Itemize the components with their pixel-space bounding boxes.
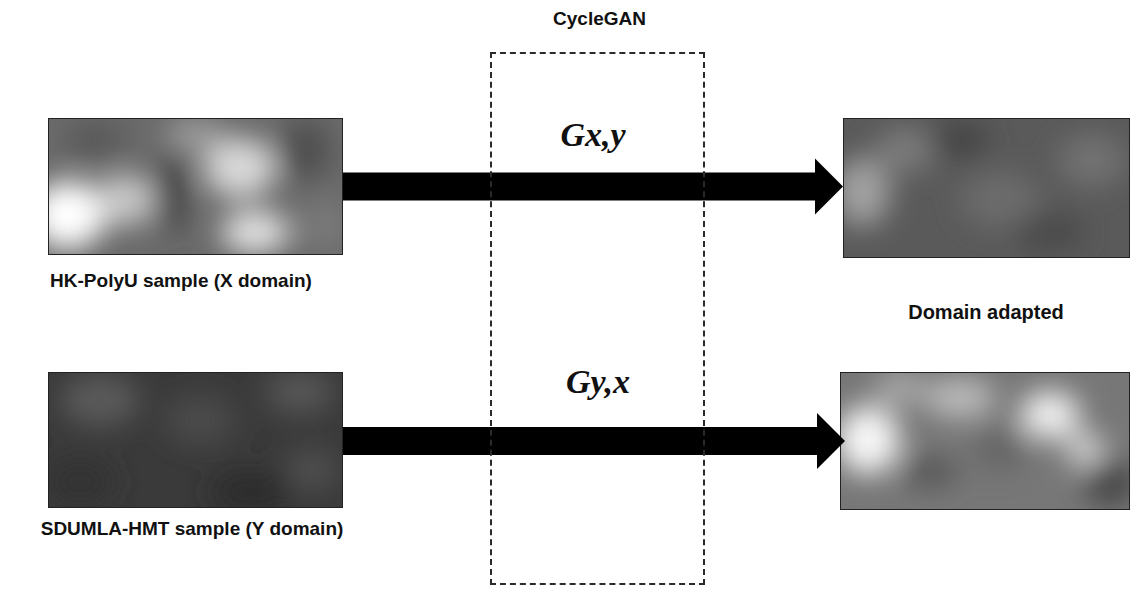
- image-caption: Domain adapted: [908, 300, 1064, 324]
- dark-streak: [930, 122, 990, 158]
- input-image: HK-PolyU sample (X domain): [48, 118, 343, 255]
- dark-streak: [900, 458, 960, 486]
- dark-streak: [1014, 214, 1086, 250]
- image-border: [49, 373, 343, 508]
- mid-blob: [164, 396, 236, 444]
- image-border: [841, 373, 1130, 510]
- mid-blob: [60, 374, 140, 426]
- image-caption: SDUMLA-HMT sample (Y domain): [41, 518, 344, 541]
- mid-blob: [875, 128, 935, 172]
- mid-blob: [266, 372, 334, 414]
- mid-blob: [874, 372, 926, 404]
- generator-label: Gy,x: [566, 362, 630, 401]
- bright-blob: [1065, 432, 1105, 468]
- mid-blob: [286, 448, 338, 492]
- dark-streak: [279, 120, 331, 180]
- bright-blob: [924, 378, 996, 418]
- generator-label: Gx,y: [560, 115, 625, 154]
- bright-blob: [840, 406, 900, 474]
- dark-streak: [48, 460, 114, 504]
- input-image: SDUMLA-HMT sample (Y domain): [48, 372, 343, 508]
- image-texture: [843, 122, 1126, 250]
- arrow: [343, 413, 845, 469]
- vein-image: [843, 118, 1130, 258]
- dark-streak: [158, 152, 186, 232]
- bright-blob: [221, 210, 289, 254]
- dark-streak: [210, 472, 290, 508]
- bright-blob: [843, 158, 890, 226]
- mid-blob: [165, 118, 225, 153]
- image-texture: [840, 372, 1130, 506]
- arrow: [343, 159, 843, 215]
- vein-image: [840, 372, 1130, 510]
- image-border: [844, 119, 1130, 258]
- bright-blob: [95, 174, 155, 226]
- dark-streak: [65, 122, 125, 158]
- dark-streak: [974, 428, 1026, 472]
- image-border: [49, 119, 343, 255]
- image-texture: [48, 118, 343, 254]
- mid-blob: [303, 199, 343, 251]
- module-heading: CycleGAN: [553, 8, 646, 31]
- image-texture: [48, 372, 338, 508]
- vein-image: [48, 118, 343, 255]
- image-caption: HK-PolyU sample (X domain): [50, 270, 312, 293]
- output-image: Domain adapted: [843, 118, 1130, 258]
- mid-blob: [1058, 134, 1126, 186]
- bright-blob: [1020, 391, 1080, 439]
- vein-image: [48, 372, 343, 508]
